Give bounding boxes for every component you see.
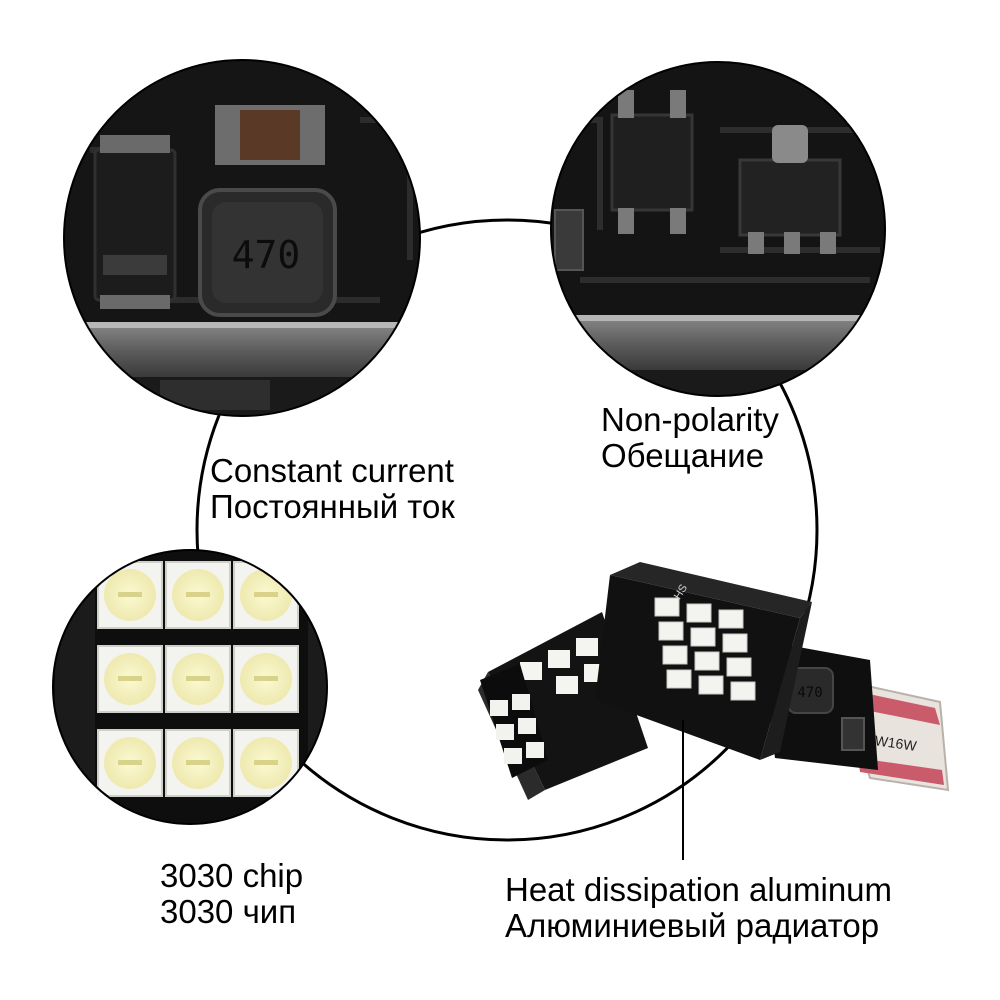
led-chip bbox=[97, 561, 163, 629]
label-chip-en: 3030 chip bbox=[160, 857, 304, 894]
bulb-led bbox=[730, 681, 756, 701]
bulb-led bbox=[654, 597, 680, 617]
bulb-led bbox=[690, 627, 716, 647]
bulb-led bbox=[726, 657, 752, 677]
label-constant-current-ru: Постоянный ток bbox=[210, 488, 455, 525]
label-constant-current: Constant current Постоянный ток bbox=[210, 453, 455, 525]
label-non-polarity: Non-polarity Обещание bbox=[601, 402, 779, 474]
connector-ring bbox=[195, 218, 819, 842]
bulb-led bbox=[722, 633, 748, 653]
led-chip bbox=[97, 645, 163, 713]
led-chip bbox=[97, 729, 163, 797]
bulb-led bbox=[662, 645, 688, 665]
led-chip-row bbox=[520, 638, 606, 694]
led-chip bbox=[165, 645, 231, 713]
zoom-led-chips bbox=[53, 550, 327, 824]
capacitor-component bbox=[215, 105, 325, 165]
inductor-marking: 470 bbox=[232, 233, 301, 277]
label-heat-ru: Алюминиевый радиатор bbox=[505, 907, 880, 944]
label-heat-dissipation: Heat dissipation aluminum Алюминиевый ра… bbox=[505, 872, 892, 944]
bulb-led bbox=[694, 651, 720, 671]
label-non-polarity-en: Non-polarity bbox=[601, 401, 779, 438]
zoom-non-polarity bbox=[551, 62, 885, 396]
led-bulb-front: W16W 470 RoHS bbox=[595, 562, 950, 792]
inductor-component: 470 bbox=[198, 188, 337, 317]
led-chip bbox=[165, 561, 231, 629]
diode-component bbox=[93, 135, 177, 309]
led-chip bbox=[233, 729, 299, 797]
label-heat-en: Heat dissipation aluminum bbox=[505, 871, 893, 908]
bulb-led bbox=[686, 603, 712, 623]
bulb-led-array bbox=[654, 597, 756, 701]
zoom-constant-current: 470 bbox=[64, 60, 420, 416]
label-constant-current-en: Constant current bbox=[210, 452, 454, 489]
bulb-inductor-marking: 470 bbox=[797, 685, 822, 701]
label-non-polarity-ru: Обещание bbox=[601, 437, 765, 474]
bulb-led bbox=[698, 675, 724, 695]
bulb-led bbox=[658, 621, 684, 641]
led-chip bbox=[165, 729, 231, 797]
aluminum-strip bbox=[64, 322, 420, 377]
regulator-ic bbox=[738, 125, 842, 254]
label-chip-ru: 3030 чип bbox=[160, 893, 297, 930]
led-chip bbox=[233, 645, 299, 713]
bulb-marking: W16W bbox=[874, 732, 919, 754]
led-chip-grid bbox=[97, 561, 299, 797]
bulb-led bbox=[666, 669, 692, 689]
bridge-rectifier bbox=[610, 90, 694, 234]
bulb-led bbox=[718, 609, 744, 629]
label-chip: 3030 chip 3030 чип bbox=[160, 858, 303, 930]
